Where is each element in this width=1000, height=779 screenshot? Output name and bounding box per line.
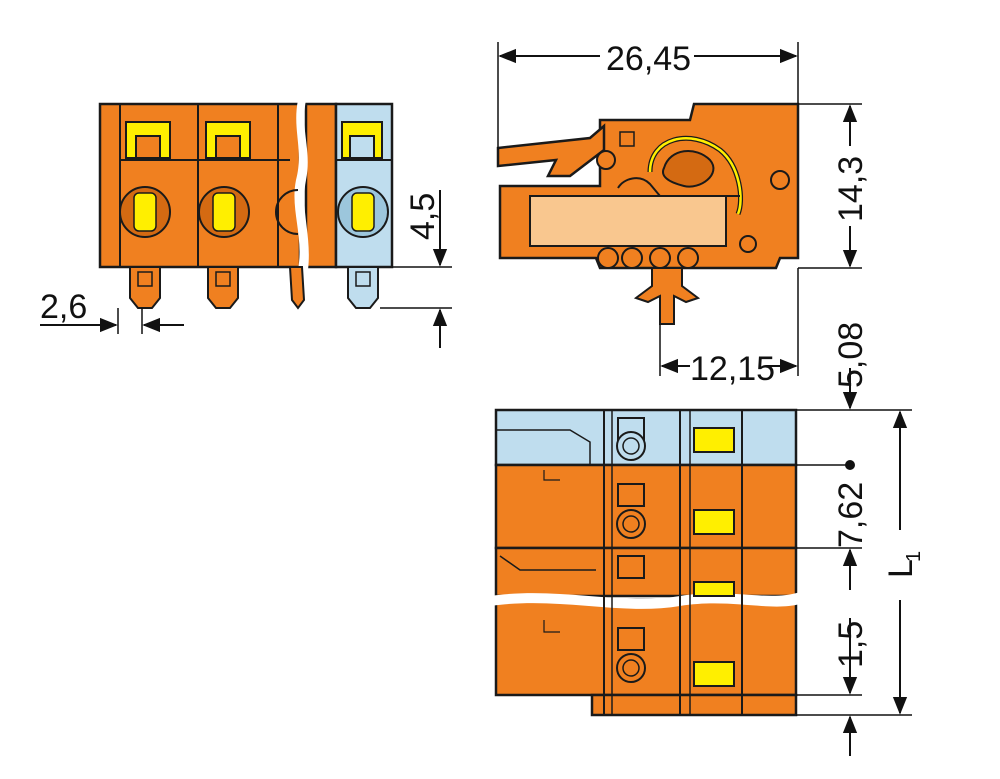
top-view	[490, 408, 800, 717]
front-pins	[129, 266, 379, 310]
dim-label-7-62: 7,62	[832, 482, 870, 548]
push-button-2	[205, 121, 251, 159]
release-lever	[496, 123, 606, 178]
dim-label-26-45: 26,45	[606, 40, 691, 78]
push-button-1	[125, 121, 171, 159]
dim-label-12-15: 12,15	[690, 350, 775, 388]
wire-channel	[529, 195, 727, 247]
break-line	[294, 100, 309, 270]
side-pin	[633, 267, 701, 325]
top-button-4	[693, 661, 735, 687]
dim-2-6: 2,6	[40, 288, 184, 334]
dim-1-5: 1,5	[796, 618, 912, 756]
dim-label-2-6: 2,6	[40, 288, 87, 326]
side-view	[496, 102, 800, 325]
dim-14-3: 14,3	[798, 103, 870, 269]
dim-label-l-sub: 1	[903, 551, 925, 562]
top-button-2	[693, 509, 735, 535]
top-button-1	[693, 427, 735, 453]
dim-l1: L 1	[882, 410, 925, 715]
top-row-3	[494, 546, 798, 598]
top-row-2	[494, 463, 798, 550]
wire-entry-1	[119, 186, 171, 238]
dim-26-45: 26,45	[497, 40, 799, 150]
front-view	[98, 100, 394, 310]
dim-label-14-3: 14,3	[832, 156, 870, 222]
front-housing-right	[304, 102, 338, 269]
top-row-4	[494, 598, 798, 697]
wire-entry-3	[337, 186, 389, 238]
push-button-3	[341, 121, 383, 159]
dim-4-5: 4,5	[380, 190, 452, 348]
top-row-1	[494, 408, 798, 467]
dim-label-5-08: 5,08	[832, 322, 870, 388]
dim-label-l: L	[882, 559, 920, 578]
wire-entry-2	[198, 186, 250, 238]
dim-7-62: 7,62	[796, 460, 870, 590]
dim-label-1-5: 1,5	[832, 621, 870, 668]
dim-5-08: 5,08	[796, 322, 912, 411]
dim-12-15: 12,15	[659, 268, 799, 388]
dim-label-4-5: 4,5	[404, 193, 442, 240]
